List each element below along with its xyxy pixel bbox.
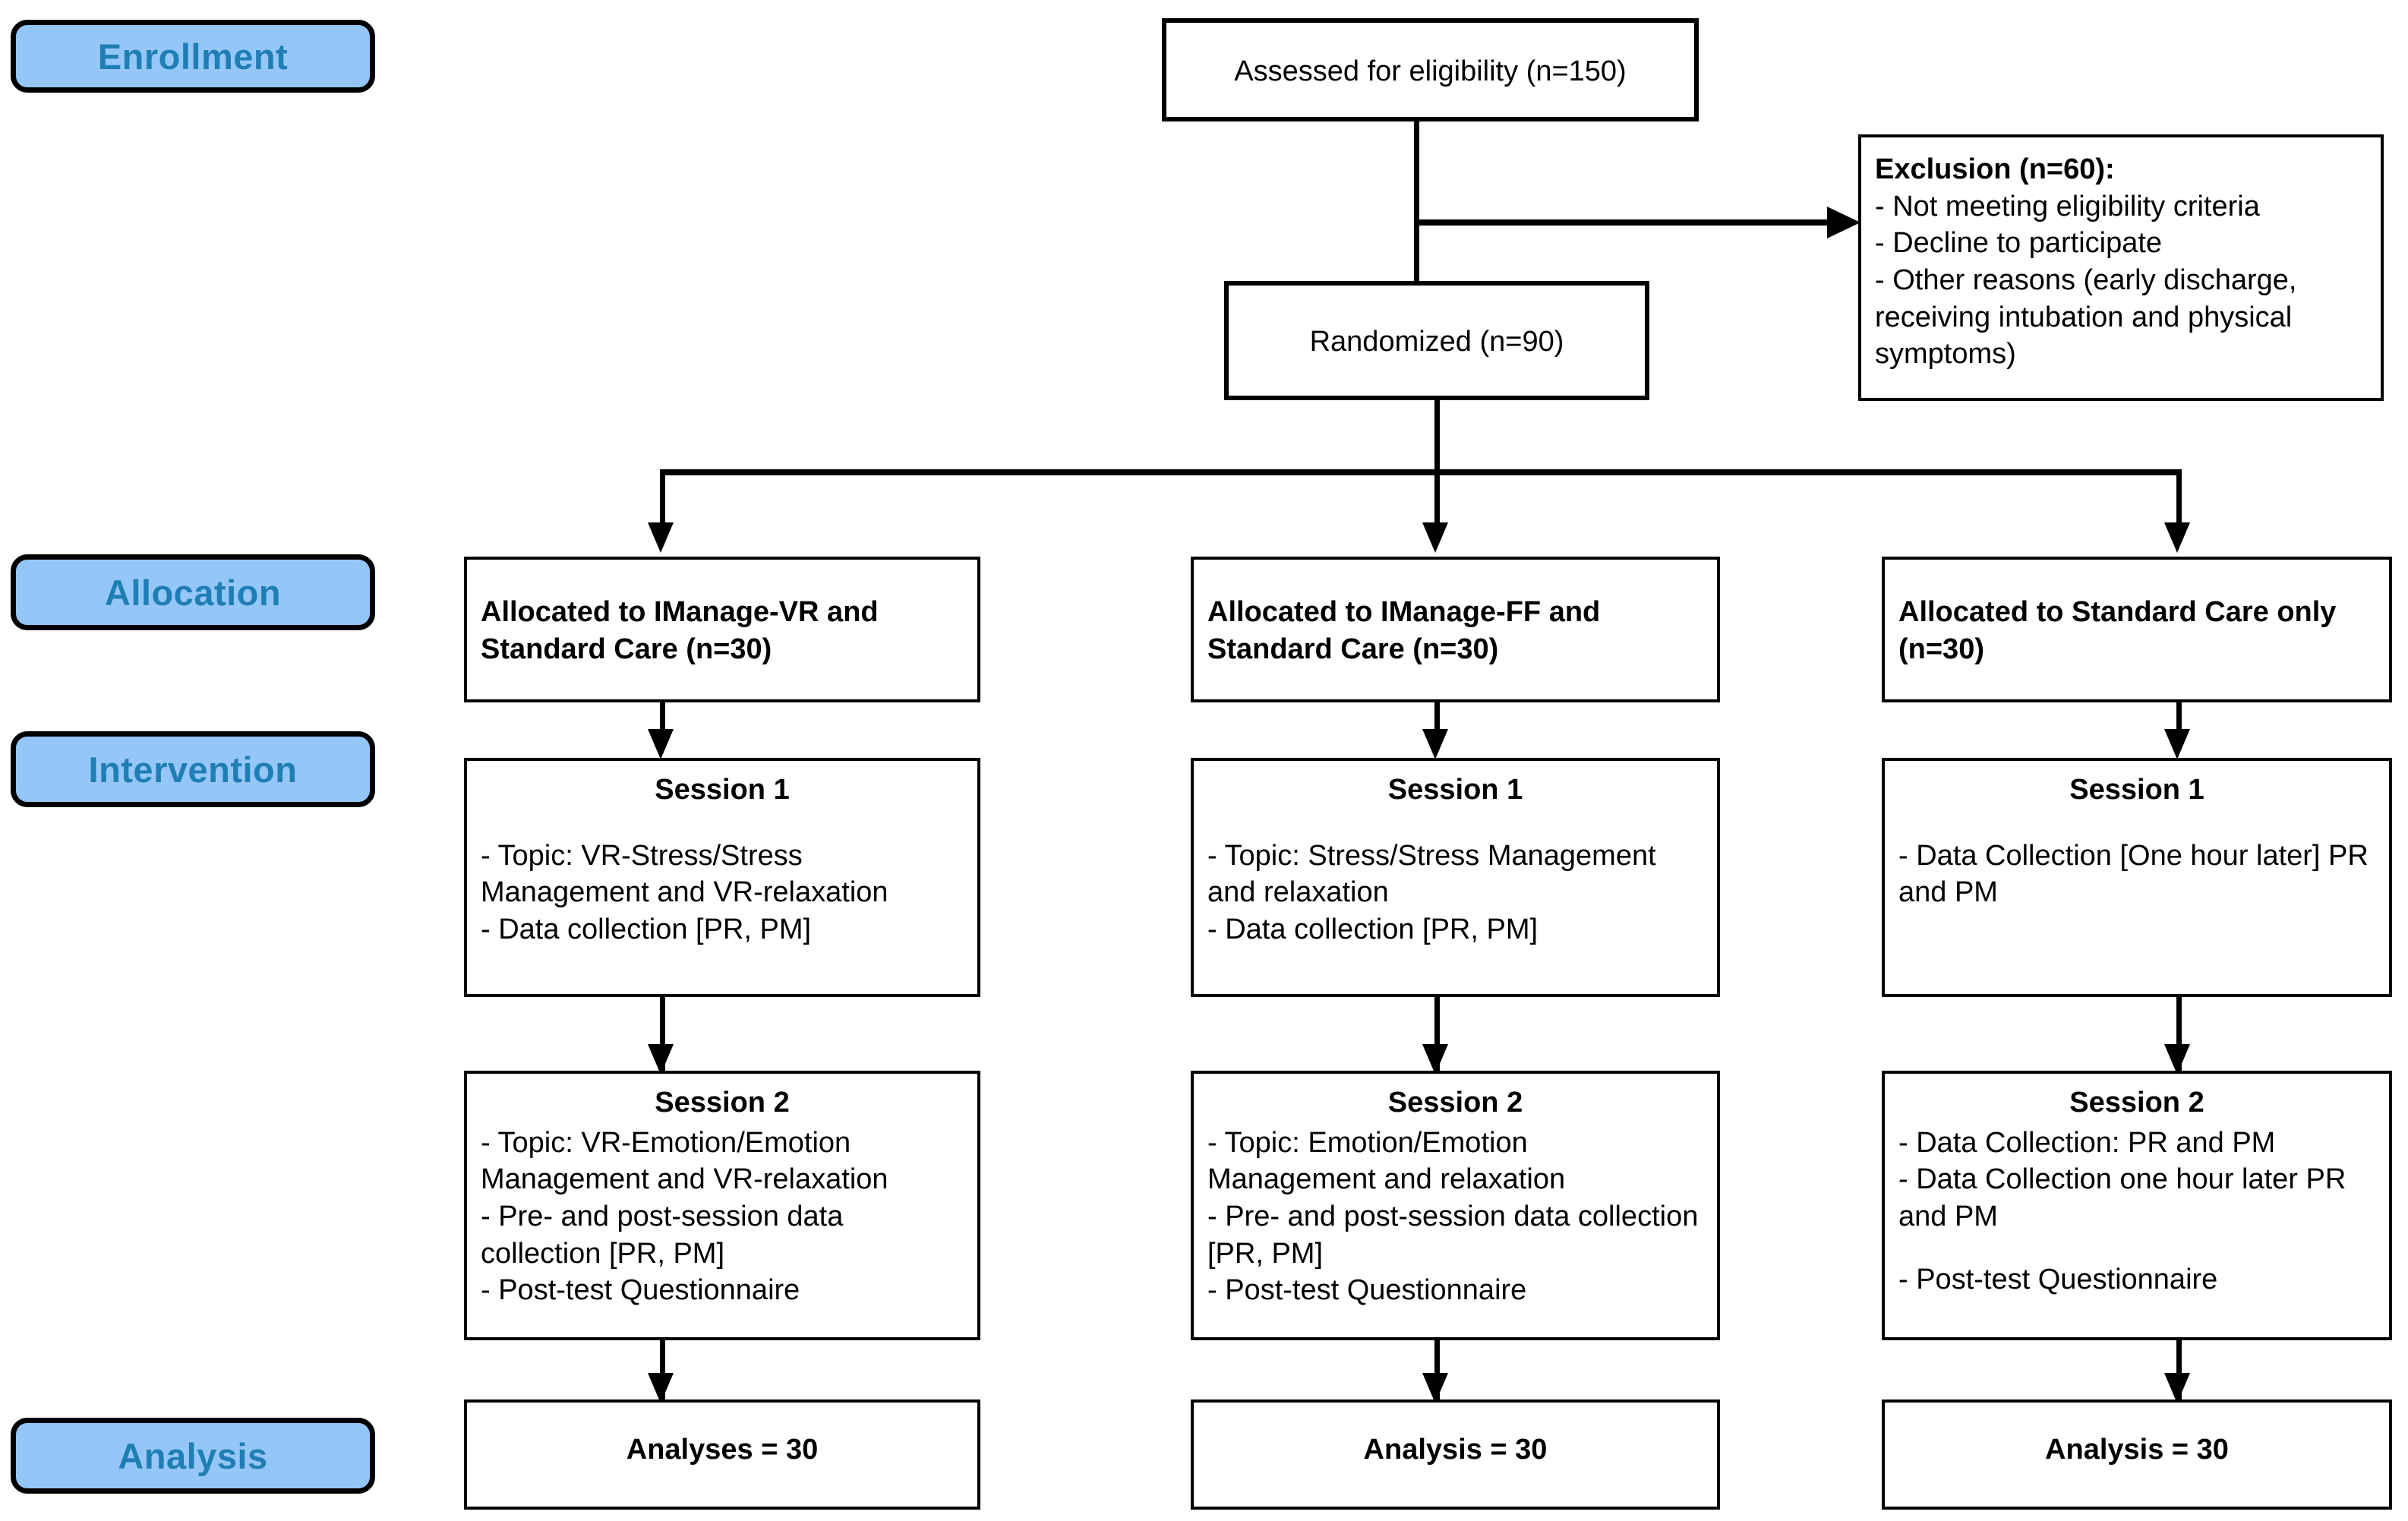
stage-label-intervention-text: Intervention [88, 749, 298, 790]
allocation-box-imanage-ff: Allocated to IManage-FF and Standard Car… [1191, 557, 1720, 702]
connector-to-exclusion [1414, 219, 1854, 226]
session2-box-standard-care: Session 2 - Data Collection: PR and PM -… [1882, 1071, 2392, 1340]
connector-alloc-to-session1-arm2 [1434, 702, 1440, 736]
arrowhead-alloc-to-session1-arm3 [2164, 729, 2190, 759]
connector-randomized-to-split [1434, 400, 1440, 475]
connector-assessed-to-randomized [1414, 121, 1419, 286]
stage-label-enrollment: Enrollment [11, 20, 375, 93]
session1-line-2-imanage-vr: - Data collection [PR, PM] [481, 913, 812, 945]
session2-line-3-imanage-vr: - Post-test Questionnaire [481, 1274, 800, 1307]
session2-spacer-standard-care [1898, 1235, 2375, 1261]
randomized-box: Randomized (n=90) [1224, 281, 1649, 400]
assessed-for-eligibility-text: Assessed for eligibility (n=150) [1234, 55, 1627, 87]
arrowhead-alloc-to-session1-arm2 [1422, 729, 1448, 759]
stage-label-analysis: Analysis [11, 1418, 375, 1494]
session2-line-3-imanage-ff: - Post-test Questionnaire [1207, 1274, 1527, 1307]
connector-split-drop-arm2 [1434, 469, 1440, 527]
analysis-text-imanage-vr: Analyses = 30 [626, 1434, 819, 1466]
exclusion-box: Exclusion (n=60): - Not meeting eligibil… [1858, 134, 2384, 401]
arrowhead-session1-to-session2-arm1 [648, 1044, 674, 1074]
connector-split-bar [660, 469, 2182, 475]
arrowhead-session2-to-analysis-arm2 [1422, 1373, 1448, 1403]
allocation-text-imanage-vr: Allocated to IManage-VR and Standard Car… [481, 596, 879, 665]
exclusion-heading: Exclusion (n=60): [1875, 153, 2115, 185]
session2-box-imanage-vr: Session 2 - Topic: VR-Emotion/Emotion Ma… [464, 1071, 980, 1340]
assessed-for-eligibility-box: Assessed for eligibility (n=150) [1162, 18, 1699, 121]
allocation-text-standard-care: Allocated to Standard Care only (n=30) [1898, 596, 2337, 665]
session2-line-1-imanage-ff: - Topic: Emotion/Emotion Management and … [1207, 1126, 1566, 1196]
analysis-box-imanage-vr: Analyses = 30 [464, 1400, 980, 1510]
session2-box-imanage-ff: Session 2 - Topic: Emotion/Emotion Manag… [1191, 1071, 1720, 1340]
session2-line-1-imanage-vr: - Topic: VR-Emotion/Emotion Management a… [481, 1126, 888, 1196]
session1-spacer-imanage-ff [1207, 812, 1703, 838]
allocation-box-standard-care: Allocated to Standard Care only (n=30) [1882, 557, 2392, 702]
session1-spacer-standard-care [1898, 812, 2375, 838]
session1-line-1-imanage-vr: - Topic: VR-Stress/Stress Management and… [481, 839, 888, 909]
arrowhead-split-arm3 [2164, 522, 2190, 553]
connector-session1-to-session2-arm2 [1434, 997, 1440, 1073]
session1-line-1-standard-care: - Data Collection [One hour later] PR an… [1898, 839, 2369, 909]
allocation-text-imanage-ff: Allocated to IManage-FF and Standard Car… [1207, 596, 1601, 665]
connector-split-drop-arm1 [660, 469, 665, 527]
stage-label-enrollment-text: Enrollment [97, 36, 289, 77]
allocation-box-imanage-vr: Allocated to IManage-VR and Standard Car… [464, 557, 980, 702]
connector-session1-to-session2-arm1 [660, 997, 665, 1073]
session2-title-imanage-ff: Session 2 [1387, 1087, 1523, 1119]
connector-alloc-to-session1-arm1 [660, 702, 665, 736]
arrowhead-alloc-to-session1-arm1 [648, 729, 674, 759]
stage-label-allocation-text: Allocation [104, 572, 282, 613]
analysis-box-imanage-ff: Analysis = 30 [1191, 1400, 1720, 1510]
session2-line-2-imanage-ff: - Pre- and post-session data collection … [1207, 1200, 1699, 1270]
session1-title-imanage-vr: Session 1 [655, 774, 790, 806]
session1-spacer-imanage-vr [481, 812, 964, 838]
stage-label-allocation: Allocation [11, 554, 375, 630]
arrowhead-session1-to-session2-arm3 [2164, 1044, 2190, 1074]
session2-title-imanage-vr: Session 2 [655, 1087, 790, 1119]
exclusion-reason-1: - Not meeting eligibility criteria [1875, 190, 2260, 222]
arrowhead-session2-to-analysis-arm1 [648, 1373, 674, 1403]
session2-line-2-imanage-vr: - Pre- and post-session data collection … [481, 1200, 844, 1270]
arrowhead-session1-to-session2-arm2 [1422, 1044, 1448, 1074]
session2-line-4-standard-care: - Post-test Questionnaire [1898, 1263, 2218, 1295]
session1-box-imanage-ff: Session 1 - Topic: Stress/Stress Managem… [1191, 758, 1720, 997]
arrowhead-session2-to-analysis-arm3 [2164, 1373, 2190, 1403]
randomized-text: Randomized (n=90) [1309, 326, 1564, 358]
session1-line-2-imanage-ff: - Data collection [PR, PM] [1207, 913, 1539, 945]
session2-line-2-standard-care: - Data Collection one hour later PR and … [1898, 1163, 2346, 1232]
stage-label-intervention: Intervention [11, 731, 375, 807]
analysis-text-imanage-ff: Analysis = 30 [1363, 1434, 1548, 1466]
connector-alloc-to-session1-arm3 [2176, 702, 2182, 736]
stage-label-analysis-text: Analysis [118, 1435, 268, 1476]
connector-split-drop-arm3 [2176, 469, 2182, 527]
exclusion-reason-3: - Other reasons (early discharge, receiv… [1875, 263, 2297, 371]
session2-title-standard-care: Session 2 [2069, 1087, 2204, 1119]
arrowhead-to-exclusion [1827, 207, 1860, 238]
analysis-text-standard-care: Analysis = 30 [2045, 1434, 2229, 1466]
connector-session1-to-session2-arm3 [2176, 997, 2182, 1073]
session2-line-1-standard-care: - Data Collection: PR and PM [1898, 1126, 2276, 1159]
exclusion-reason-2: - Decline to participate [1875, 227, 2163, 260]
session1-line-1-imanage-ff: - Topic: Stress/Stress Management and re… [1207, 839, 1656, 909]
arrowhead-split-arm2 [1422, 522, 1448, 553]
analysis-box-standard-care: Analysis = 30 [1882, 1400, 2392, 1510]
arrowhead-split-arm1 [648, 522, 674, 553]
session1-title-standard-care: Session 1 [2069, 774, 2204, 806]
session1-title-imanage-ff: Session 1 [1387, 774, 1523, 806]
session1-box-standard-care: Session 1 - Data Collection [One hour la… [1882, 758, 2392, 997]
session1-box-imanage-vr: Session 1 - Topic: VR-Stress/Stress Mana… [464, 758, 980, 997]
